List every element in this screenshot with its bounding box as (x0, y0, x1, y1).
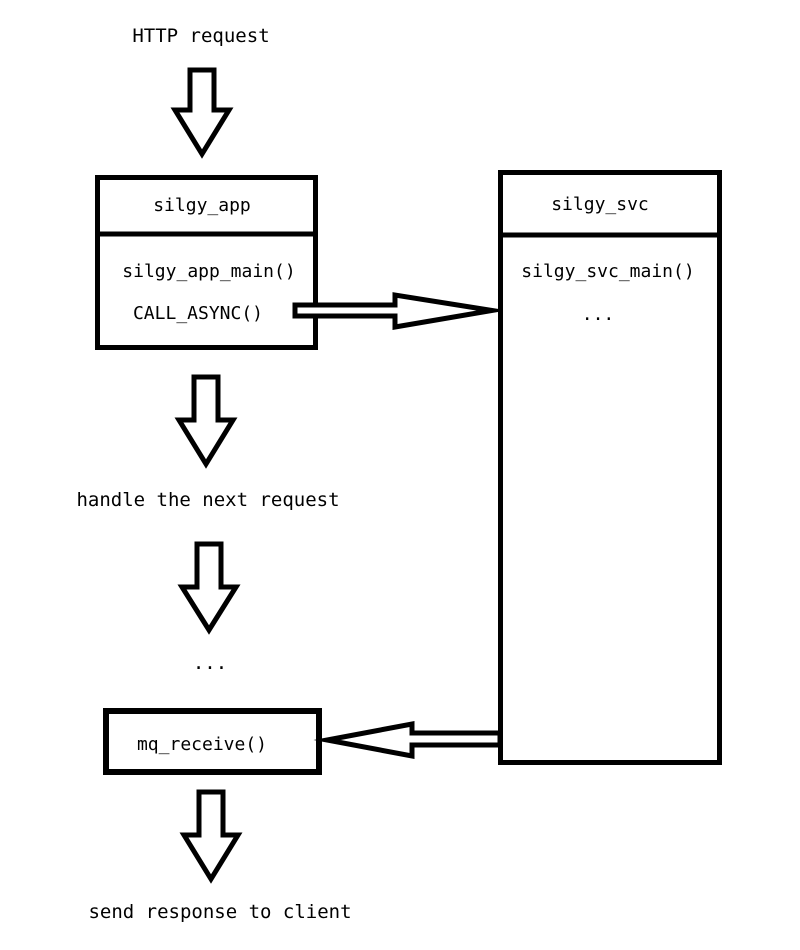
silgy-app-outline (95, 175, 318, 350)
silgy-app-box: silgy_app silgy_app_main() CALL_ASYNC() (95, 175, 318, 350)
mq-receive-box: mq_receive() (103, 708, 322, 775)
mq-receive-label: mq_receive() (137, 734, 267, 755)
down-arrow-handle-to-ellipsis (177, 541, 241, 635)
http-request-label: HTTP request (132, 25, 269, 47)
left-arrow-svc-to-mq (313, 720, 503, 760)
handle-next-request-label: handle the next request (76, 489, 339, 511)
silgy-app-main-label: silgy_app_main() (122, 261, 295, 282)
down-arrow-app-to-handle (174, 374, 238, 469)
silgy-svc-outline (498, 170, 722, 765)
send-response-label: send response to client (88, 901, 351, 923)
down-arrow-request-to-app (170, 67, 234, 159)
silgy-svc-main-label: silgy_svc_main() (521, 261, 694, 282)
down-arrow-mq-to-response (179, 789, 243, 884)
svc-ellipsis-label: ... (582, 304, 615, 325)
silgy-app-title: silgy_app (153, 195, 251, 216)
mid-ellipsis-label: ... (193, 652, 227, 674)
silgy-svc-box: silgy_svc silgy_svc_main() ... (498, 170, 722, 765)
mq-receive-outline (103, 708, 322, 775)
right-arrow-call-async-to-svc (292, 292, 508, 330)
silgy-svc-title: silgy_svc (551, 194, 649, 215)
call-async-label: CALL_ASYNC() (133, 303, 263, 324)
